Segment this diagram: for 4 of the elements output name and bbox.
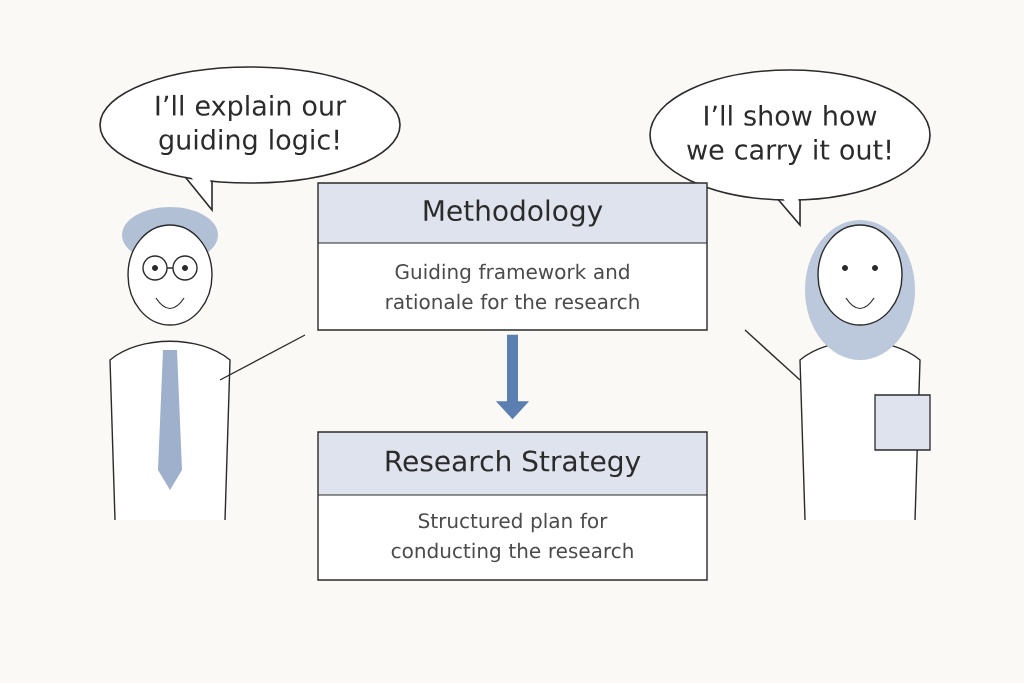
- speech-bubble: I’ll explain our guiding logic!: [99, 66, 401, 213]
- process-box: Research Strategy Structured plan for conducting the research: [317, 431, 708, 581]
- speech-bubble: I’ll show how we carry it out!: [649, 69, 931, 228]
- process-box: Methodology Guiding framework and rationale for the research: [317, 182, 708, 331]
